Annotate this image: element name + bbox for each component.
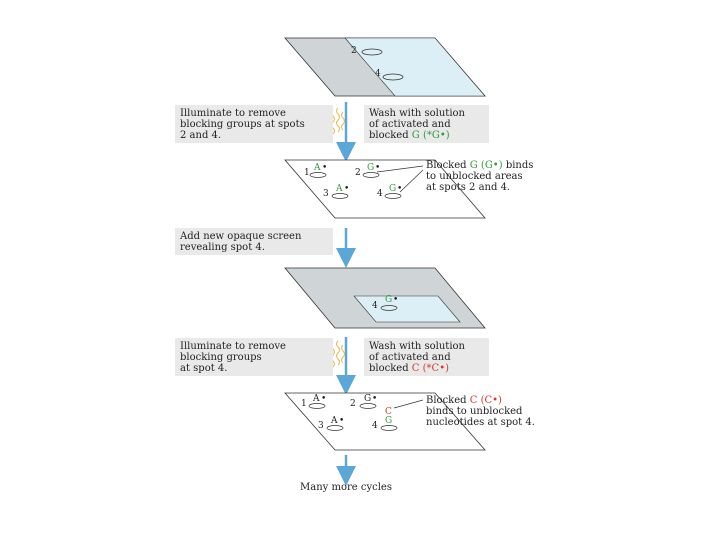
slide2-spot3-dot: • — [344, 184, 349, 194]
wash-1-line-2: of activated and — [369, 119, 451, 130]
slide2-spot2-number: 2 — [355, 168, 361, 178]
slide4-spot4-g-base: G — [385, 416, 392, 426]
slide3-spot4-number: 4 — [372, 301, 378, 311]
illuminate-1-line-1: Illuminate to remove — [180, 108, 286, 119]
slide2-spot3-base: A — [335, 184, 343, 194]
slide1-spot2-number: 2 — [351, 46, 357, 56]
slide2-spot3 — [331, 193, 349, 199]
binds-1-binds: binds — [505, 160, 534, 171]
wash-2-blocked: blocked — [369, 363, 409, 374]
slide-2 — [284, 159, 486, 219]
binds-1-blocked: Blocked — [426, 160, 467, 171]
slide3-spot4-dot: • — [393, 295, 398, 305]
slide4-spot2 — [359, 403, 377, 409]
illuminate-2-line-3: at spot 4. — [180, 363, 228, 374]
binds-2-line-2: binds to unblocked — [426, 406, 523, 417]
slide-3-screen — [284, 267, 486, 329]
slide4-spot4 — [380, 425, 398, 431]
binds-2-c: C — [469, 395, 478, 406]
slide4-spot2-dot: • — [372, 394, 377, 404]
slide4-spot1-dot: • — [321, 394, 326, 404]
slide4-spot3 — [326, 425, 344, 431]
binds-note-1: Blocked G (G•) binds to unblocked areas … — [426, 160, 533, 193]
slide2-spot2-dot: • — [375, 163, 380, 173]
wash-2-c-activated: (*C•) — [422, 363, 449, 374]
slide2-spot4-base: G — [389, 184, 396, 194]
illuminate-1-line-2: blocking groups at spots — [180, 119, 305, 130]
wash-step-1: Wash with solution of activated and bloc… — [364, 105, 489, 143]
pointer-line-1b — [399, 169, 424, 193]
pointer-line-2 — [393, 399, 424, 409]
pointer-line-1a — [376, 165, 424, 173]
wash-2-line-1: Wash with solution — [369, 341, 465, 352]
slide2-spot4 — [384, 193, 402, 199]
binds-2-cdot: (C•) — [480, 395, 502, 406]
wash-2-c: C — [411, 363, 420, 374]
binds-note-2: Blocked C (C•) binds to unblocked nucleo… — [426, 395, 535, 428]
screen-line-2: revealing spot 4. — [180, 242, 265, 253]
slide4-spot3-dot: • — [339, 416, 344, 426]
binds-1-g: G — [469, 160, 478, 171]
slide4-spot1-number: 1 — [301, 399, 307, 409]
slide4-spot4-number: 4 — [372, 421, 378, 431]
slide2-spot2-base: G — [367, 163, 374, 173]
slide4-spot1-base: A — [312, 394, 320, 404]
wash-2-line-3: blocked C (*C•) — [369, 363, 484, 374]
wash-1-g-activated: (*G•) — [422, 130, 450, 141]
slide2-spot1-dot: • — [322, 163, 327, 173]
binds-1-gdot: (G•) — [480, 160, 503, 171]
wash-1-line-1: Wash with solution — [369, 108, 465, 119]
slide2-spot1-number: 1 — [304, 168, 310, 178]
light-wave-icon — [331, 107, 345, 135]
illuminate-1-line-3: 2 and 4. — [180, 130, 222, 141]
wash-step-2: Wash with solution of activated and bloc… — [364, 338, 489, 376]
binds-2-blocked: Blocked — [426, 395, 467, 406]
wash-1-line-3: blocked G (*G•) — [369, 130, 484, 141]
slide2-spot4-number: 4 — [377, 189, 383, 199]
illuminate-step-1: Illuminate to remove blocking groups at … — [175, 105, 333, 143]
slide2-spot2 — [362, 172, 380, 178]
illuminate-step-2: Illuminate to remove blocking groups at … — [175, 338, 333, 376]
illuminate-2-line-1: Illuminate to remove — [180, 341, 286, 352]
final-caption: Many more cycles — [300, 482, 392, 493]
slide2-spot3-number: 3 — [323, 189, 329, 199]
slide2-spot1 — [309, 172, 327, 178]
slide4-spot1 — [308, 403, 326, 409]
slide1-spot2 — [361, 48, 383, 56]
slide4-spot2-number: 2 — [350, 399, 356, 409]
wash-2-line-2: of activated and — [369, 352, 451, 363]
slide2-spot4-dot: • — [397, 184, 402, 194]
illuminate-2-line-2: blocking groups — [180, 352, 262, 363]
binds-1-line-2: to unblocked areas — [426, 171, 523, 182]
slide4-spot3-base: A — [330, 416, 338, 426]
binds-1-line-3: at spots 2 and 4. — [426, 182, 511, 193]
slide1-spot4 — [382, 73, 404, 81]
slide4-spot4-c-base: C — [385, 407, 392, 417]
binds-2-line-3: nucleotides at spot 4. — [426, 417, 535, 428]
wash-1-blocked: blocked — [369, 130, 409, 141]
screen-step: Add new opaque screen revealing spot 4. — [175, 228, 333, 255]
slide2-spot1-base: A — [313, 163, 321, 173]
slide3-spot4 — [380, 305, 398, 311]
slide4-spot3-number: 3 — [318, 421, 324, 431]
slide3-spot4-base: G — [385, 295, 392, 305]
screen-line-1: Add new opaque screen — [180, 231, 302, 242]
slide4-spot2-base: G — [364, 394, 371, 404]
slide-4 — [284, 392, 486, 451]
slide1-spot4-number: 4 — [375, 69, 381, 79]
wash-1-g: G — [411, 130, 420, 141]
light-wave-icon-2 — [331, 340, 345, 368]
slide-1-screen — [284, 37, 486, 97]
